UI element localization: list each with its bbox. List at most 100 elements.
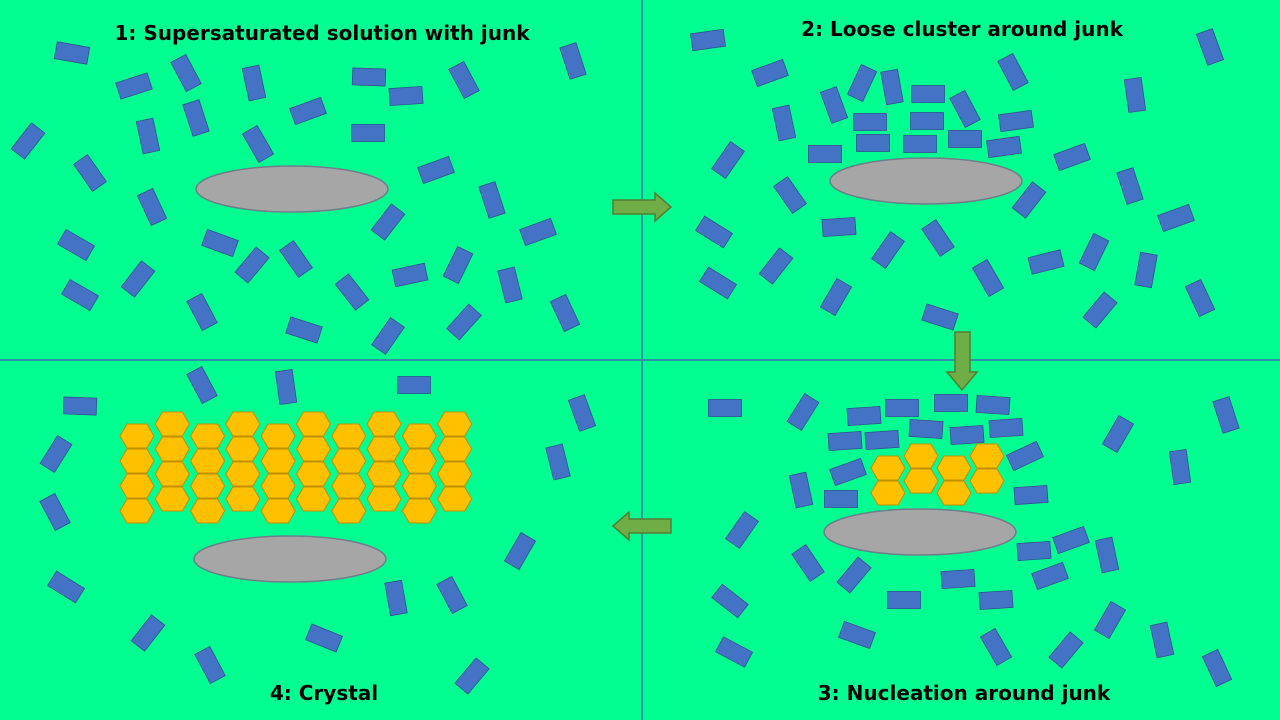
molecule <box>948 130 982 148</box>
crystal-unit <box>401 473 437 499</box>
molecule <box>519 217 557 247</box>
molecule <box>417 155 455 185</box>
molecule <box>549 293 581 333</box>
crystal-unit <box>119 473 155 499</box>
molecule <box>436 575 468 615</box>
molecule <box>73 154 107 192</box>
crystal-unit <box>295 411 332 437</box>
molecule <box>903 135 937 153</box>
crystal-unit <box>870 480 906 506</box>
molecule <box>846 405 882 427</box>
molecule <box>698 266 738 300</box>
molecule <box>1168 449 1192 485</box>
crystal-unit <box>331 423 367 449</box>
crystal-unit <box>401 498 437 524</box>
crystal-unit <box>154 436 190 462</box>
crystal-unit <box>190 473 226 499</box>
crystal-unit <box>437 436 473 462</box>
molecule <box>170 53 202 93</box>
molecule <box>388 85 424 107</box>
process-arrows <box>611 191 979 542</box>
molecule <box>1082 291 1118 329</box>
molecule <box>503 531 537 571</box>
molecule <box>567 394 597 432</box>
crystal-unit <box>154 411 190 437</box>
junk-particle <box>823 508 1017 556</box>
molecule <box>786 392 820 432</box>
molecule <box>62 396 98 416</box>
molecule <box>10 122 46 160</box>
molecule <box>448 60 480 100</box>
crystal-unit <box>190 448 226 474</box>
molecule <box>397 376 431 394</box>
molecule <box>979 627 1013 667</box>
crystal-unit <box>366 486 402 512</box>
crystal-unit <box>119 423 155 449</box>
molecule <box>836 556 872 594</box>
molecule <box>1157 203 1195 233</box>
crystal-unit <box>366 411 402 437</box>
molecule <box>46 570 86 604</box>
molecule <box>130 614 166 652</box>
molecule <box>194 645 226 685</box>
molecule <box>334 273 370 311</box>
crystal-unit <box>260 448 296 474</box>
molecule <box>971 258 1005 298</box>
molecule <box>289 96 327 126</box>
molecule <box>819 86 849 124</box>
molecule <box>838 620 876 650</box>
molecule <box>1123 77 1147 113</box>
molecule <box>880 68 904 106</box>
molecule <box>201 228 239 258</box>
molecule <box>285 316 323 344</box>
molecule <box>274 369 298 405</box>
molecules <box>690 28 1225 331</box>
molecule <box>120 260 156 298</box>
molecule <box>391 262 429 288</box>
molecule <box>871 231 905 269</box>
molecule <box>829 457 867 487</box>
molecule <box>921 303 959 331</box>
molecule <box>1027 249 1065 275</box>
molecule <box>115 72 153 100</box>
molecule <box>241 124 275 164</box>
crystal-unit <box>936 480 972 506</box>
crystal-unit <box>154 461 190 487</box>
crystal-unit <box>437 411 473 437</box>
crystal-unit <box>903 468 939 494</box>
crystal-lattice <box>119 411 473 524</box>
molecule <box>182 99 210 137</box>
molecule <box>908 418 944 440</box>
molecule <box>454 657 490 695</box>
molecule <box>279 240 313 278</box>
molecule <box>446 303 482 341</box>
molecule <box>1016 540 1052 562</box>
molecule <box>1052 525 1090 555</box>
molecules <box>708 392 1240 688</box>
molecule <box>771 104 797 142</box>
crystal-unit <box>331 448 367 474</box>
crystal-unit <box>437 461 473 487</box>
molecule <box>186 292 218 332</box>
molecule <box>910 112 944 130</box>
molecule <box>1005 440 1045 472</box>
molecule <box>442 245 474 285</box>
molecule <box>1116 167 1144 205</box>
molecule <box>53 41 91 65</box>
molecule <box>824 490 858 508</box>
junk-particle <box>193 535 387 583</box>
molecule <box>135 117 161 155</box>
panel-title: 3: Nucleation around junk <box>818 681 1111 705</box>
molecule <box>39 434 73 474</box>
crystal-unit <box>295 436 332 462</box>
crystal-unit <box>969 443 1005 469</box>
arrow-left-icon <box>611 510 672 542</box>
crystal-unit <box>225 436 261 462</box>
molecule <box>136 187 168 227</box>
crystal-unit <box>936 455 972 481</box>
molecule <box>478 181 506 219</box>
molecule <box>921 219 955 257</box>
crystal-unit <box>225 486 261 512</box>
molecules <box>10 41 587 355</box>
